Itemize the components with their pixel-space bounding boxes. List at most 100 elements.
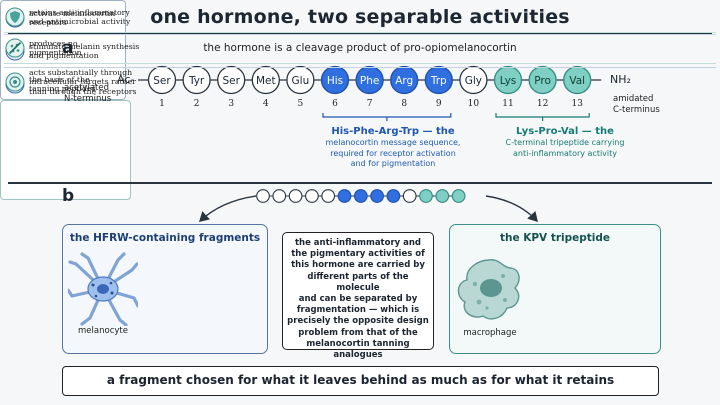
residue-position: 5: [298, 99, 304, 109]
conclusion-box: [62, 366, 659, 396]
melanocyte-label: melanocyte: [78, 326, 128, 336]
peptide-chain-diagram: Ser1Tyr2Ser3Met4Glu5His6Phe7Arg8Trp9Gly1…: [138, 65, 602, 121]
kpv-note: Lys-Pro-Val — the C-terminal tripeptide …: [480, 125, 650, 159]
arrow-to-kpv: [485, 195, 538, 223]
panel-divider: [8, 182, 712, 184]
hfrw-bracket: [322, 113, 452, 121]
row-text: stimulate melanin synthesis and pigmenta…: [29, 41, 140, 61]
residue-arg: [390, 65, 419, 95]
mini-residue: [256, 189, 270, 203]
residue-label: Met: [256, 75, 276, 87]
list-item: retains anti-inflammatory and antimicrob…: [0, 3, 720, 31]
macrophage-label: macrophage: [463, 328, 517, 338]
residue-position: 2: [194, 99, 200, 109]
residue-label: Arg: [395, 75, 413, 87]
residue-label: Glu: [292, 75, 310, 87]
mini-residue: [337, 189, 352, 203]
residue-ser: [217, 65, 246, 95]
residue-position: 12: [537, 99, 548, 109]
hfrw-note-line: melanocortin message sequence,: [325, 138, 461, 147]
residue-position: 10: [468, 99, 480, 109]
list-item: acts substantially through intracellular…: [0, 65, 720, 99]
residue-position: 9: [436, 99, 442, 109]
mini-residue: [272, 189, 287, 203]
residue-position: 3: [228, 99, 234, 109]
kpv-box-title: the KPV tripeptide: [499, 232, 611, 244]
residue-glu: [286, 65, 315, 95]
panel-b-letter: b: [62, 186, 75, 206]
mini-residue: [370, 189, 384, 203]
arrow-to-hfrw: [198, 195, 257, 222]
melanocyte-icon: [68, 252, 138, 326]
c-terminus-line-2: C-terminus: [613, 105, 660, 115]
mini-residue: [435, 189, 450, 203]
row-text: produces no pigmentation: [29, 38, 82, 58]
residue-position: 1: [159, 99, 165, 109]
hfrw-note-line: and for pigmentation: [350, 159, 436, 168]
panel-a-subtitle: the hormone is a cleavage product of pro…: [203, 42, 517, 54]
intracellular-target-icon: [5, 72, 25, 92]
residue-label: Val: [569, 75, 585, 87]
residue-lys: [493, 65, 523, 95]
residue-label: Phe: [360, 75, 379, 87]
shield-icon: [5, 7, 25, 27]
residue-label: Tyr: [188, 75, 205, 87]
panel-a-letter: a: [62, 38, 74, 58]
residue-position: 6: [332, 99, 338, 109]
title-rule: [8, 33, 712, 35]
residue-label: His: [327, 75, 343, 87]
residue-position: 11: [502, 99, 513, 109]
kpv-properties-list: retains anti-inflammatory and antimicrob…: [0, 7, 716, 200]
no-pigment-icon: [5, 38, 25, 58]
c-terminus-label: amidated C-terminus: [613, 94, 660, 116]
mini-residue: [402, 189, 417, 203]
figure-title: one hormone, two separable activities: [150, 6, 570, 28]
row-text: the basis of the tanning peptides: [29, 74, 96, 94]
amide-label: NH₂: [610, 73, 631, 86]
peptide-residues: Ser1Tyr2Ser3Met4Glu5His6Phe7Arg8Trp9Gly1…: [147, 65, 592, 109]
residue-label: Trp: [430, 75, 447, 87]
residue-phe: [355, 65, 384, 95]
macrophage-icon: [457, 259, 520, 320]
mini-residue: [353, 189, 368, 203]
kpv-note-line: anti-inflammatory activity: [512, 148, 618, 158]
residue-tyr: [182, 65, 211, 95]
mini-residue: [321, 189, 336, 203]
residue-label: Ser: [222, 75, 240, 87]
c-terminus-line-1: amidated: [613, 94, 654, 104]
segment-brackets: [322, 113, 590, 121]
mini-residues: [256, 189, 466, 203]
hfrw-note: His-Phe-Arg-Trp — the melanocortin messa…: [298, 125, 488, 170]
list-item: produces no pigmentation: [0, 34, 720, 62]
hfrw-box-title: the HFRW-containing fragments: [69, 232, 261, 244]
kpv-note-heading: Lys-Pro-Val — the: [516, 126, 614, 137]
n-terminus-line-2: N-terminus: [64, 94, 112, 104]
residue-position: 13: [571, 99, 583, 109]
kpv-bracket: [495, 113, 590, 121]
hfrw-note-heading: His-Phe-Arg-Trp — the: [331, 126, 455, 137]
residue-met: [251, 65, 280, 95]
residue-label: Lys: [500, 75, 517, 87]
n-terminus-label: acetylated N-terminus: [64, 83, 111, 105]
residue-trp: [424, 65, 453, 95]
summary-box: [282, 232, 434, 350]
residue-position: 8: [401, 99, 407, 109]
mini-residue: [305, 189, 319, 203]
mini-chain-diagram: [198, 189, 538, 223]
summary-text: the anti-inflammatory and the pigmentary…: [287, 238, 429, 361]
residue-label: Ser: [153, 75, 171, 87]
mini-residue: [451, 189, 466, 203]
residue-pro: [528, 65, 557, 95]
residue-label: Gly: [465, 75, 482, 87]
residue-ser: [147, 65, 177, 95]
residue-label: Pro: [534, 75, 551, 87]
acetyl-label: Ac-: [117, 73, 135, 86]
n-terminus-line-1: acetylated: [64, 83, 110, 93]
row-text: activate melanocortin receptors: [29, 8, 116, 28]
residue-val: [563, 65, 592, 95]
residue-his: [320, 65, 350, 95]
residue-gly: [459, 65, 488, 95]
residue-position: 4: [263, 99, 269, 109]
conclusion-text: a fragment chosen for what it leaves beh…: [106, 373, 615, 387]
mini-residue: [419, 189, 433, 203]
